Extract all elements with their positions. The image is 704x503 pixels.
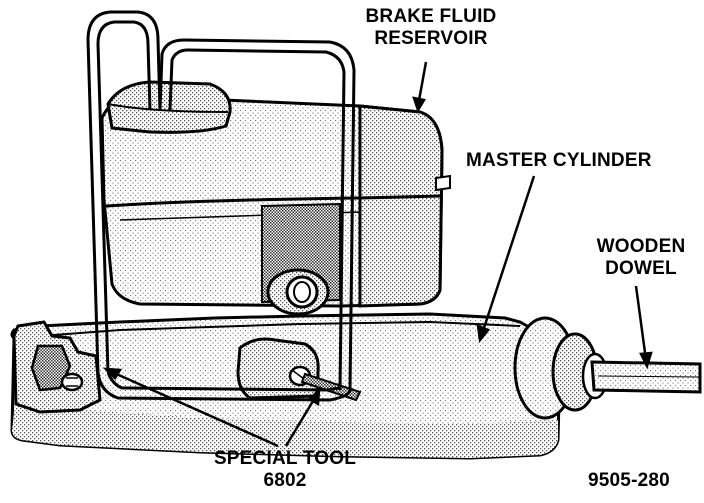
wooden-dowel-label: WOODEN DOWEL [586,236,696,280]
special-tool-label: SPECIAL TOOL 6802 [200,448,370,492]
brake-fluid-reservoir-label-line2: RESERVOIR [374,28,488,49]
left-mounting-flange [12,320,102,414]
master-cylinder-label: MASTER CYLINDER [466,150,652,171]
center-mounting-boss [236,337,362,402]
special-tool-label-line1: SPECIAL TOOL [213,448,357,469]
wooden-dowel-label-line1: WOODEN [596,236,686,257]
special-tool-frame [86,10,356,402]
leader-lines [102,61,653,448]
brake-fluid-reservoir-label-line1: BRAKE FLUID [365,6,497,27]
wooden-dowel-label-line2: DOWEL [605,258,677,279]
brake-fluid-reservoir [100,80,451,316]
figure-number: 9505-280 [588,470,670,491]
wooden-dowel [590,360,702,394]
brake-fluid-reservoir-label: BRAKE FLUID RESERVOIR [356,6,506,50]
special-tool-label-line2: 6802 [263,470,307,491]
